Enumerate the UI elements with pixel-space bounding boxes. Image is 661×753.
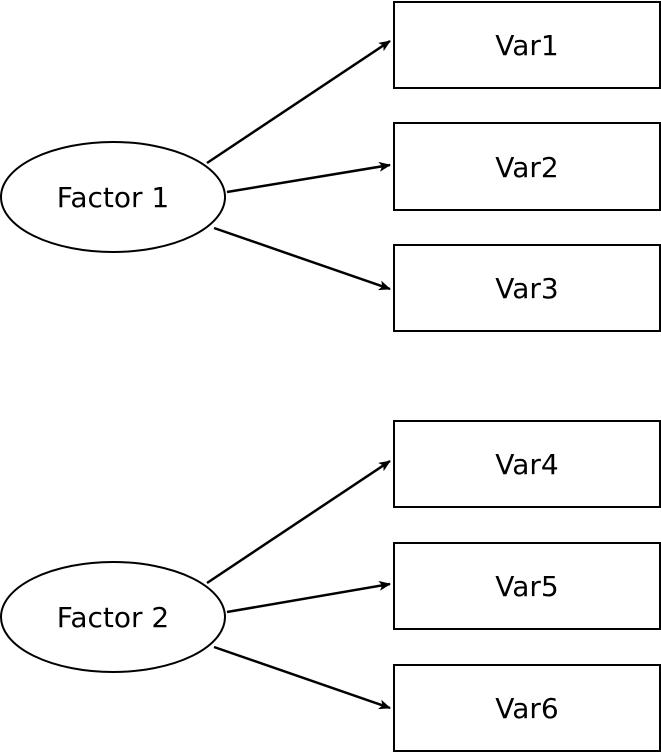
var6-node: Var6 [393, 664, 661, 752]
var6-label: Var6 [495, 692, 558, 725]
var1-node: Var1 [393, 1, 661, 89]
factor-2-label: Factor 2 [57, 601, 169, 634]
factor-1-label: Factor 1 [57, 181, 169, 214]
var5-node: Var5 [393, 542, 661, 630]
var1-label: Var1 [495, 29, 558, 62]
var5-label: Var5 [495, 570, 558, 603]
factor-1-node: Factor 1 [0, 141, 226, 253]
arrow-factor-2-to-var4 [206, 459, 391, 585]
arrow-factor-1-to-var3 [213, 226, 391, 291]
var3-node: Var3 [393, 244, 661, 332]
arrow-factor-2-to-var5 [226, 580, 391, 614]
arrow-factor-1-to-var1 [206, 39, 391, 165]
arrow-factor-1-to-var2 [226, 161, 391, 194]
var2-node: Var2 [393, 122, 661, 211]
arrow-factor-2-to-var6 [213, 645, 391, 710]
factor-2-node: Factor 2 [0, 561, 226, 673]
var4-label: Var4 [495, 448, 558, 481]
var4-node: Var4 [393, 420, 661, 508]
var2-label: Var2 [495, 151, 558, 184]
var3-label: Var3 [495, 272, 558, 305]
